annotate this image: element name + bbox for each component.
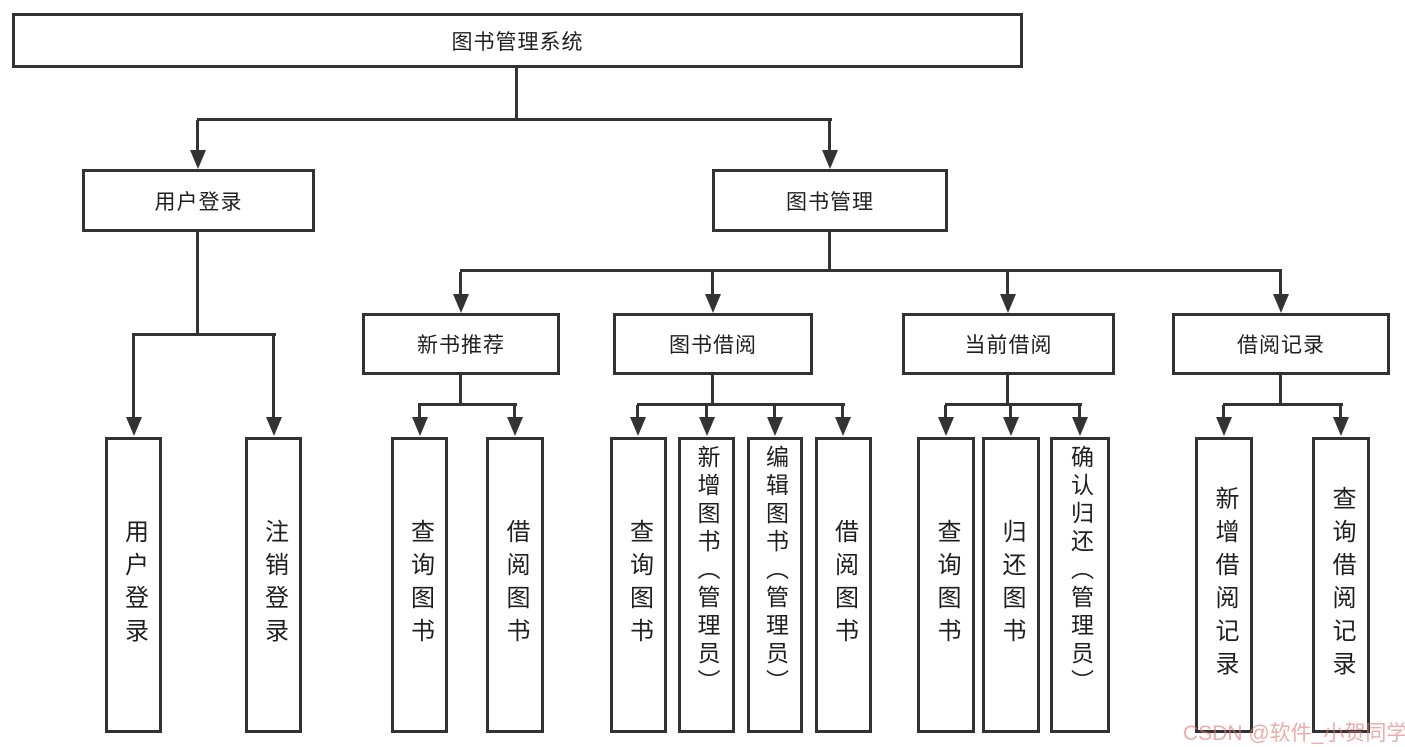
leaf-logout: 注销登录 xyxy=(245,437,302,733)
arrow-down-e1 xyxy=(1216,417,1232,436)
leaf-query-books-1: 查询图书 xyxy=(391,437,448,733)
leaf-query-borrow-record: 查询借阅记录 xyxy=(1312,437,1370,733)
connector-drop-current-borrow xyxy=(1006,272,1009,296)
leaf-return-books: 归还图书 xyxy=(982,437,1040,733)
arrow-down-d2 xyxy=(1003,417,1019,436)
leaf-confirm-return-admin-label: 确认归还（管理员） xyxy=(1067,445,1094,697)
connector-user-login-stem xyxy=(196,232,199,335)
leaf-query-books-2: 查询图书 xyxy=(610,437,667,733)
connector-drop-d3 xyxy=(1078,405,1081,419)
leaf-confirm-return-admin: 确认归还（管理员） xyxy=(1050,437,1110,733)
arrow-down-c2 xyxy=(699,417,715,436)
connector-book-borrow-hline xyxy=(637,403,845,406)
connector-level3-hline xyxy=(460,269,1282,272)
arrow-down-c3 xyxy=(767,417,783,436)
arrow-down-e2 xyxy=(1333,417,1349,436)
node-book-borrow: 图书借阅 xyxy=(613,313,813,375)
connector-drop-c1 xyxy=(636,405,639,419)
arrow-down-c1 xyxy=(630,417,646,436)
connector-drop-leaf-login xyxy=(132,335,135,418)
node-root-label: 图书管理系统 xyxy=(451,30,584,54)
connector-drop-new-book xyxy=(459,272,462,296)
arrow-down-leaf-login xyxy=(126,417,142,436)
leaf-query-books-1-label: 查询图书 xyxy=(406,519,434,651)
connector-drop-d1 xyxy=(944,405,947,419)
connector-user-login-hline xyxy=(132,333,276,336)
connector-current-borrow-hline xyxy=(945,403,1082,406)
node-user-login: 用户登录 xyxy=(82,169,315,232)
leaf-query-books-3-label: 查询图书 xyxy=(933,519,960,651)
leaf-edit-books-admin-label: 编辑图书（管理员） xyxy=(762,445,789,697)
leaf-user-login-label: 用户登录 xyxy=(120,519,148,651)
node-current-borrow-label: 当前借阅 xyxy=(964,334,1053,357)
node-new-book-recommend-label: 新书推荐 xyxy=(417,334,505,357)
csdn-watermark: CSDN @软件_小贺同学 xyxy=(1183,722,1405,745)
connector-drop-c2 xyxy=(705,405,708,419)
arrow-down-b2 xyxy=(507,417,523,436)
connector-drop-c4 xyxy=(841,405,844,419)
arrow-down-leaf-logout xyxy=(266,417,282,436)
leaf-query-borrow-record-label: 查询借阅记录 xyxy=(1328,486,1355,684)
node-new-book-recommend: 新书推荐 xyxy=(362,313,560,375)
leaf-return-books-label: 归还图书 xyxy=(998,519,1025,651)
node-current-borrow: 当前借阅 xyxy=(902,313,1115,375)
connector-book-mgmt-stem xyxy=(828,232,831,272)
leaf-add-books-admin: 新增图书（管理员） xyxy=(678,437,735,733)
connector-borrow-records-hline xyxy=(1223,403,1343,406)
arrow-down-book-borrow xyxy=(705,294,721,313)
arrow-down-b1 xyxy=(412,417,428,436)
connector-drop-b1 xyxy=(418,405,421,419)
connector-drop-user-login xyxy=(196,120,199,152)
leaf-add-borrow-record: 新增借阅记录 xyxy=(1195,437,1253,733)
node-book-management: 图书管理 xyxy=(712,169,948,232)
arrow-down-d3 xyxy=(1072,417,1088,436)
connector-drop-leaf-logout xyxy=(272,335,275,418)
connector-root-stem xyxy=(515,68,518,120)
leaf-borrow-books-2: 借阅图书 xyxy=(815,437,872,733)
arrow-down-new-book xyxy=(453,294,469,313)
arrow-down-c4 xyxy=(835,417,851,436)
leaf-edit-books-admin: 编辑图书（管理员） xyxy=(747,437,803,733)
leaf-query-books-2-label: 查询图书 xyxy=(625,519,653,651)
leaf-borrow-books-2-label: 借阅图书 xyxy=(830,519,858,651)
leaf-query-books-3: 查询图书 xyxy=(917,437,975,733)
connector-level1-hline xyxy=(197,118,832,121)
connector-current-borrow-stem xyxy=(1006,375,1009,406)
connector-drop-e1 xyxy=(1222,405,1225,419)
leaf-add-borrow-record-label: 新增借阅记录 xyxy=(1211,486,1238,684)
leaf-borrow-books-1: 借阅图书 xyxy=(486,437,544,733)
connector-borrow-records-stem xyxy=(1279,375,1282,406)
arrow-down-borrow-records xyxy=(1273,294,1289,313)
node-root: 图书管理系统 xyxy=(12,13,1023,68)
arrow-down-d1 xyxy=(938,417,954,436)
connector-drop-d2 xyxy=(1009,405,1012,419)
connector-drop-book-mgmt xyxy=(828,120,831,152)
connector-drop-book-borrow xyxy=(711,272,714,296)
connector-book-borrow-stem xyxy=(711,375,714,406)
arrow-down-book-mgmt xyxy=(822,150,838,169)
connector-drop-e2 xyxy=(1339,405,1342,419)
connector-new-book-hline xyxy=(418,403,517,406)
node-borrow-records-label: 借阅记录 xyxy=(1237,334,1325,357)
arrow-down-user-login xyxy=(190,150,206,169)
leaf-add-books-admin-label: 新增图书（管理员） xyxy=(694,445,720,697)
leaf-user-login: 用户登录 xyxy=(105,437,162,733)
arrow-down-current-borrow xyxy=(1000,294,1016,313)
node-book-management-label: 图书管理 xyxy=(786,190,874,214)
connector-drop-borrow-records xyxy=(1279,272,1282,296)
leaf-borrow-books-1-label: 借阅图书 xyxy=(502,519,529,651)
node-book-borrow-label: 图书借阅 xyxy=(669,334,757,357)
connector-drop-b2 xyxy=(513,405,516,419)
connector-drop-c3 xyxy=(773,405,776,419)
node-user-login-label: 用户登录 xyxy=(154,190,243,214)
leaf-logout-label: 注销登录 xyxy=(260,519,288,651)
node-borrow-records: 借阅记录 xyxy=(1172,313,1390,375)
connector-new-book-stem xyxy=(459,375,462,406)
